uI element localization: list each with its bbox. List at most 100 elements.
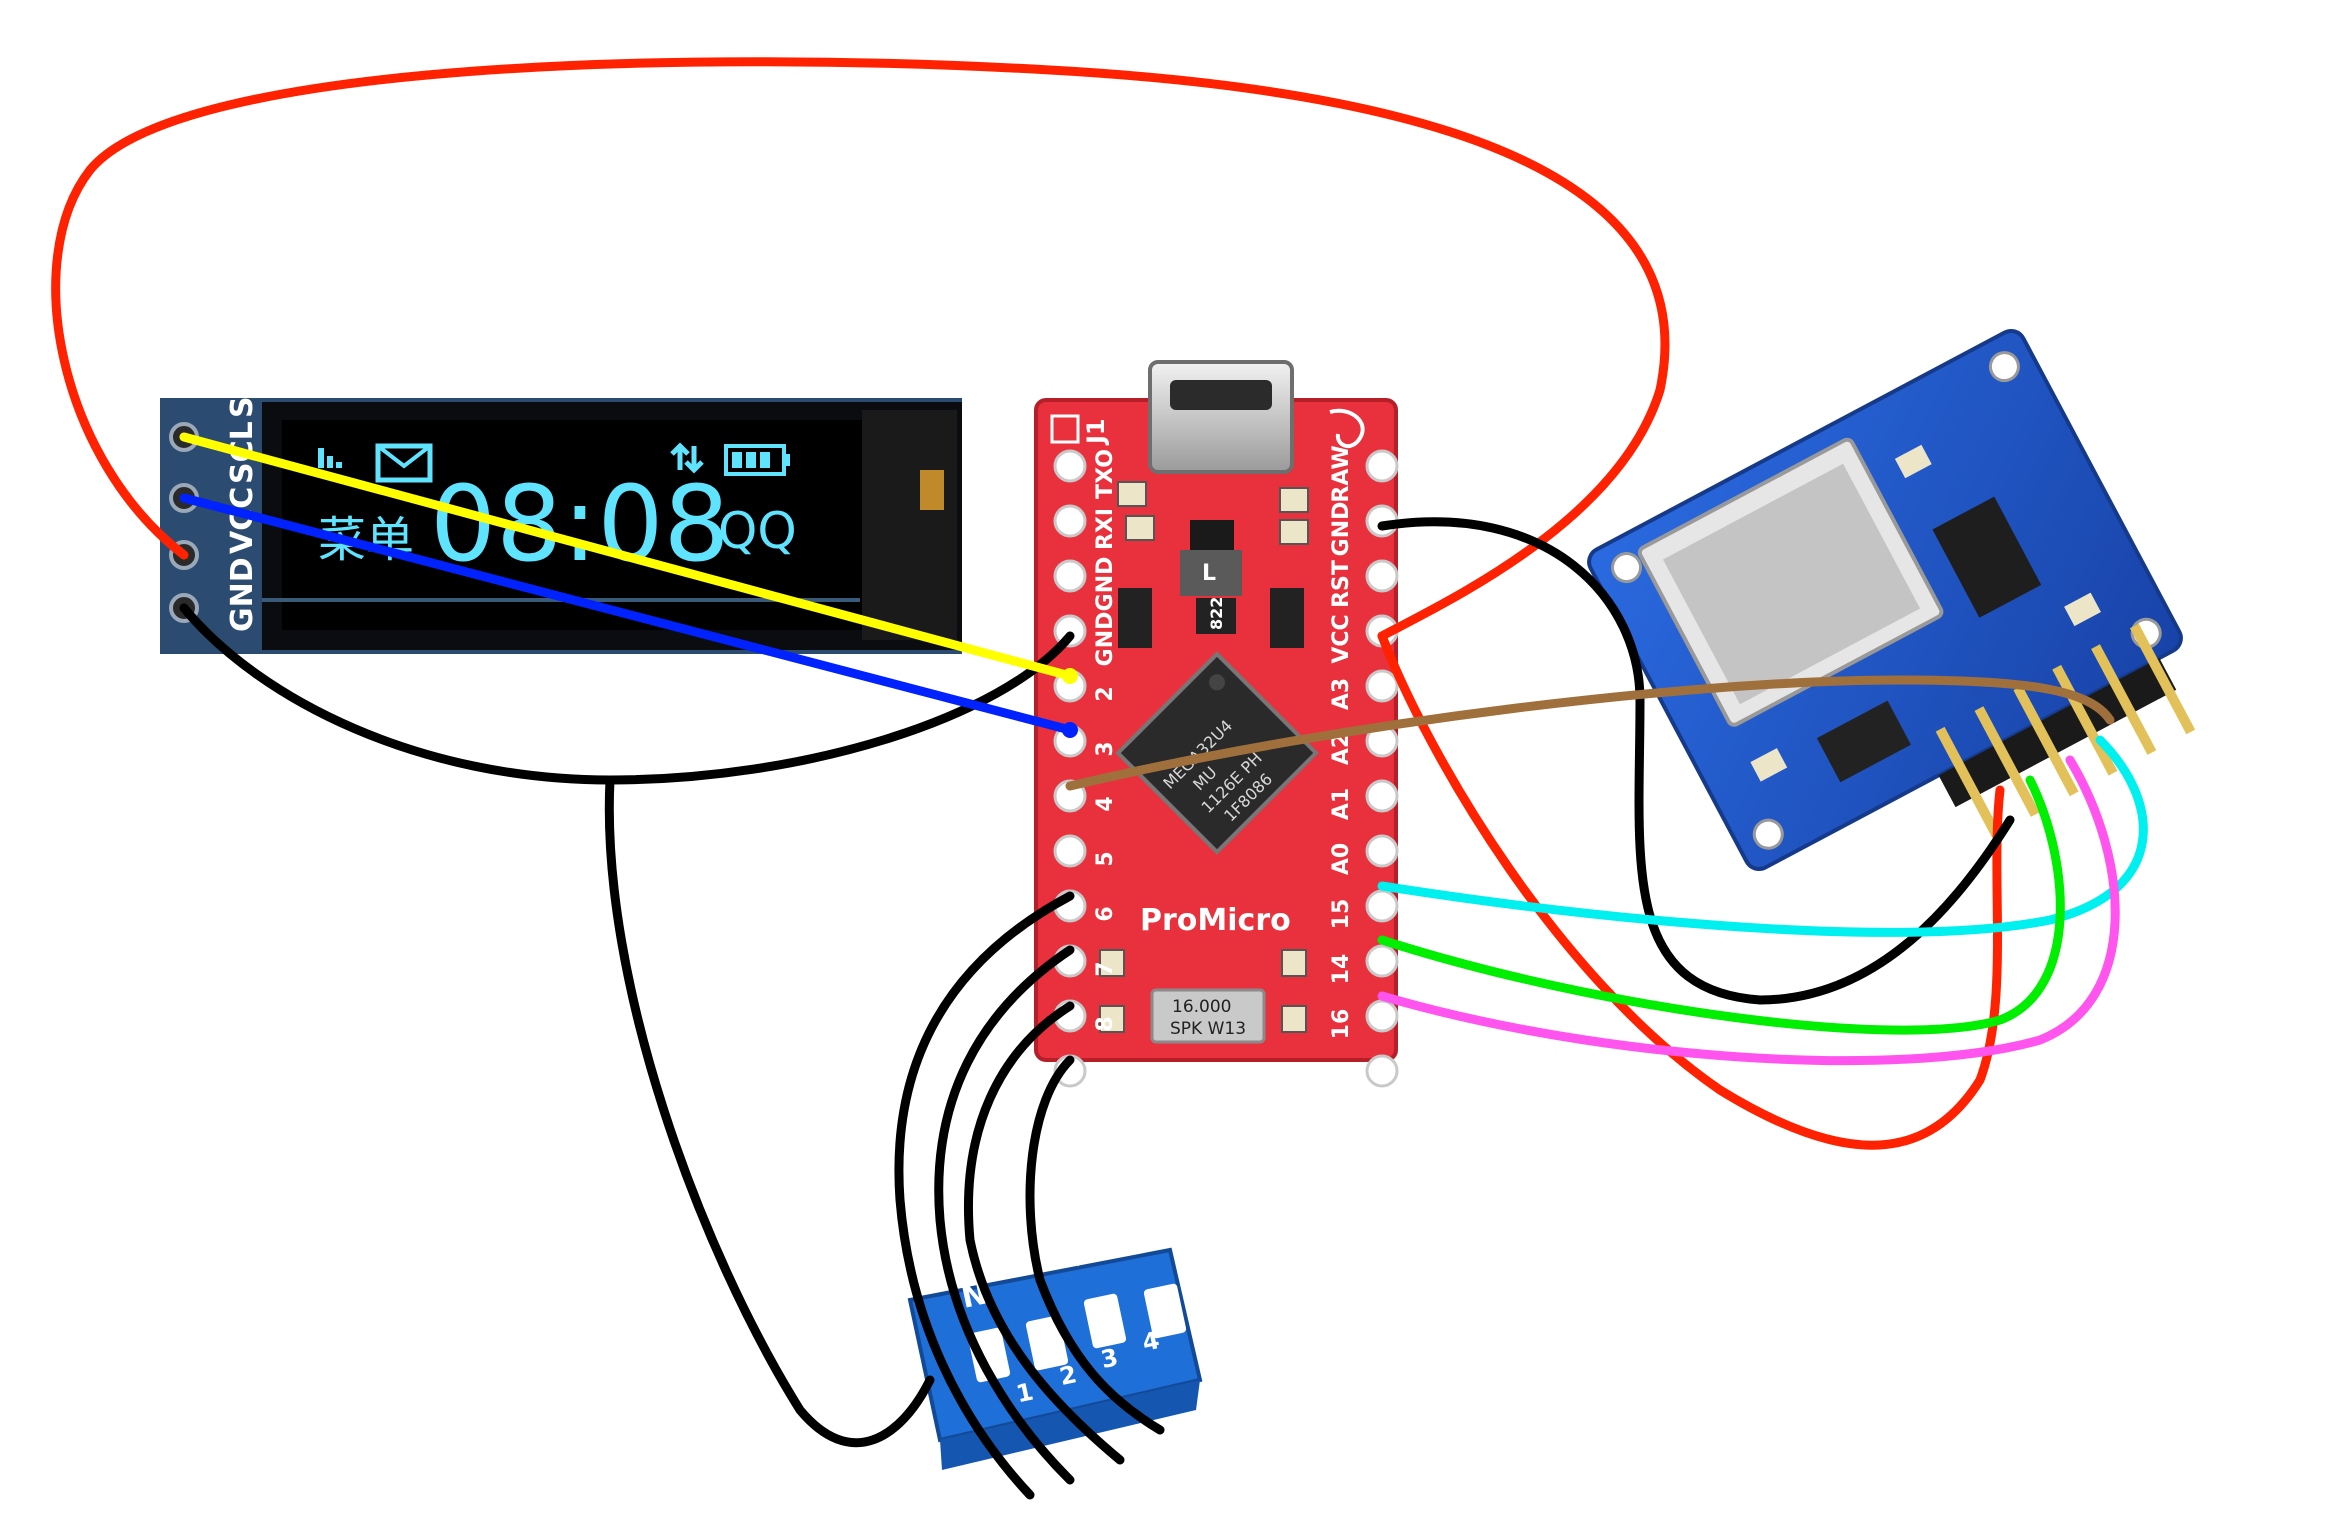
wire-black-sd-gnd: [1377, 517, 2015, 1005]
resistor-8: [1281, 1005, 1307, 1033]
capacitor-left: [1118, 588, 1152, 648]
promicro-right-pin-8: [1365, 889, 1399, 923]
oled-label-sda: SDA: [225, 347, 260, 418]
promicro-right-pin-6: [1365, 779, 1399, 813]
dip-number-4: 4: [1140, 1326, 1162, 1357]
resistor-2: [1279, 487, 1309, 513]
promicro-right-pin-label-9: 14: [1329, 954, 1354, 985]
promicro-left-pin-label-5: 3: [1093, 741, 1118, 756]
sparkfun-logo-icon: [1329, 408, 1365, 449]
wire-red-vcc-loop: [51, 57, 1670, 641]
wire-black-dip-4: [1025, 1055, 1165, 1435]
board-name: ProMicro: [1140, 903, 1291, 938]
promicro-right-pin-label-1: GND: [1329, 502, 1354, 557]
regulator: [1196, 598, 1236, 634]
regulator-label: 822: [1207, 597, 1226, 630]
promicro-right-pin-0: [1365, 449, 1399, 483]
sd-resistor-1: [1750, 748, 1788, 782]
promicro-left-pin-label-9: 7: [1093, 961, 1118, 976]
dip-switch: N 1 2 3 4: [907, 1247, 1203, 1470]
promicro-right-pin-4: [1365, 669, 1399, 703]
wires: [51, 57, 2148, 1500]
promicro-right-pin-label-6: A1: [1329, 788, 1354, 820]
promicro-right-pin-label-10: 16: [1329, 1009, 1354, 1040]
resistor-4: [1125, 515, 1155, 541]
dot-scl: [1062, 722, 1078, 738]
promicro-right-pin-11: [1365, 1054, 1399, 1088]
promicro-left-pin-label-6: 4: [1093, 796, 1118, 811]
dip-number-2: 2: [1057, 1360, 1079, 1391]
crystal-code: SPK W13: [1170, 1019, 1246, 1039]
promicro-left-pin-label-3: GND: [1093, 612, 1118, 667]
wire-magenta-mosi: [1377, 755, 2120, 1066]
small-chip: [1190, 520, 1234, 550]
dip-number-3: 3: [1098, 1343, 1120, 1374]
wire-yellow-sda: [179, 432, 1075, 681]
promicro-right-pin-label-4: A3: [1329, 678, 1354, 710]
wire-black-dip-common: [604, 775, 935, 1448]
resistor-1: [1117, 481, 1147, 507]
dip-number-1: 1: [1014, 1378, 1036, 1409]
oled-ribbon: [862, 410, 957, 640]
crystal: [1150, 988, 1266, 1044]
promicro-right-pin-9: [1365, 944, 1399, 978]
microsd-module: [1587, 328, 2196, 872]
sd-header-pins: [1935, 623, 2196, 838]
sd-resistor-3: [2064, 592, 2101, 627]
sd-regulator: [1816, 700, 1911, 783]
promicro-right-pin-label-0: RAW: [1329, 445, 1354, 502]
oled-label-gnd: GND: [225, 557, 260, 632]
promicro-right-pin-label-11: 10: [1329, 1064, 1354, 1095]
dot-sda: [1062, 668, 1078, 684]
promicro-left-pin-7: [1053, 834, 1087, 868]
promicro-left-pin-label-4: 2: [1093, 686, 1118, 701]
resistor-5: [1099, 949, 1125, 977]
promicro-right-pin-2: [1365, 559, 1399, 593]
promicro-left-pin-label-1: RXI: [1093, 508, 1118, 550]
promicro-board: J1 L 822 MEGA32U4 MU 1126E PH 1F8086 Pro…: [1034, 360, 1399, 1095]
wire-red-sd-vcc: [1377, 631, 2005, 1150]
oled-flex-tab: [920, 470, 944, 510]
oled-app-text: QQ: [718, 502, 797, 560]
small-chip-label: L: [1202, 561, 1216, 586]
oled-clock: 08:08: [430, 463, 730, 585]
sd-slot-inner: [1662, 463, 1921, 705]
promicro-left-pin-1: [1053, 504, 1087, 538]
signal-icon: [318, 448, 342, 468]
oled-display-module: GND VCC SCL SDA 菜单 08:08 QQ: [160, 347, 962, 654]
wire-brown-cs: [1065, 675, 2115, 791]
resistor-3: [1279, 519, 1309, 545]
usb-opening: [1170, 380, 1272, 410]
transfer-arrows-icon: [670, 442, 704, 474]
sd-level-shifter: [1932, 496, 2042, 618]
promicro-right-pin-label-7: A0: [1329, 843, 1354, 875]
wire-green-miso: [1377, 775, 2065, 1035]
promicro-left-pin-label-0: TXO: [1093, 449, 1118, 499]
dip-arrow-icon: [1038, 1248, 1082, 1272]
resistor-7: [1099, 1005, 1125, 1033]
promicro-right-pin-label-8: 15: [1329, 899, 1354, 930]
promicro-left-pin-label-11: 9: [1093, 1071, 1118, 1086]
promicro-left-pin-0: [1053, 449, 1087, 483]
resistor-6: [1281, 949, 1307, 977]
envelope-icon: [375, 443, 433, 483]
ic-small: [1180, 550, 1242, 596]
battery-icon: [724, 444, 790, 476]
promicro-right-pin-label-2: RST: [1329, 560, 1354, 608]
sd-mount-hole-1: [1611, 552, 1643, 584]
wire-black-dip-1: [894, 891, 1075, 1500]
j1-pad: [1050, 414, 1080, 444]
dip-side: [940, 1380, 1200, 1470]
sd-mount-hole-2: [1752, 818, 1784, 850]
capacitor-right: [1270, 588, 1304, 648]
sd-resistor-2: [1894, 444, 1932, 479]
promicro-left-pin-label-8: 6: [1093, 906, 1118, 921]
promicro-left-pin-label-7: 5: [1093, 851, 1118, 866]
promicro-right-pin-10: [1365, 999, 1399, 1033]
promicro-left-pin-label-2: GND: [1093, 557, 1118, 612]
promicro-left-pin-2: [1053, 559, 1087, 593]
wire-black-dip-3: [964, 1001, 1125, 1465]
usb-port: [1148, 360, 1294, 474]
dip-toggles: [967, 1283, 1187, 1383]
